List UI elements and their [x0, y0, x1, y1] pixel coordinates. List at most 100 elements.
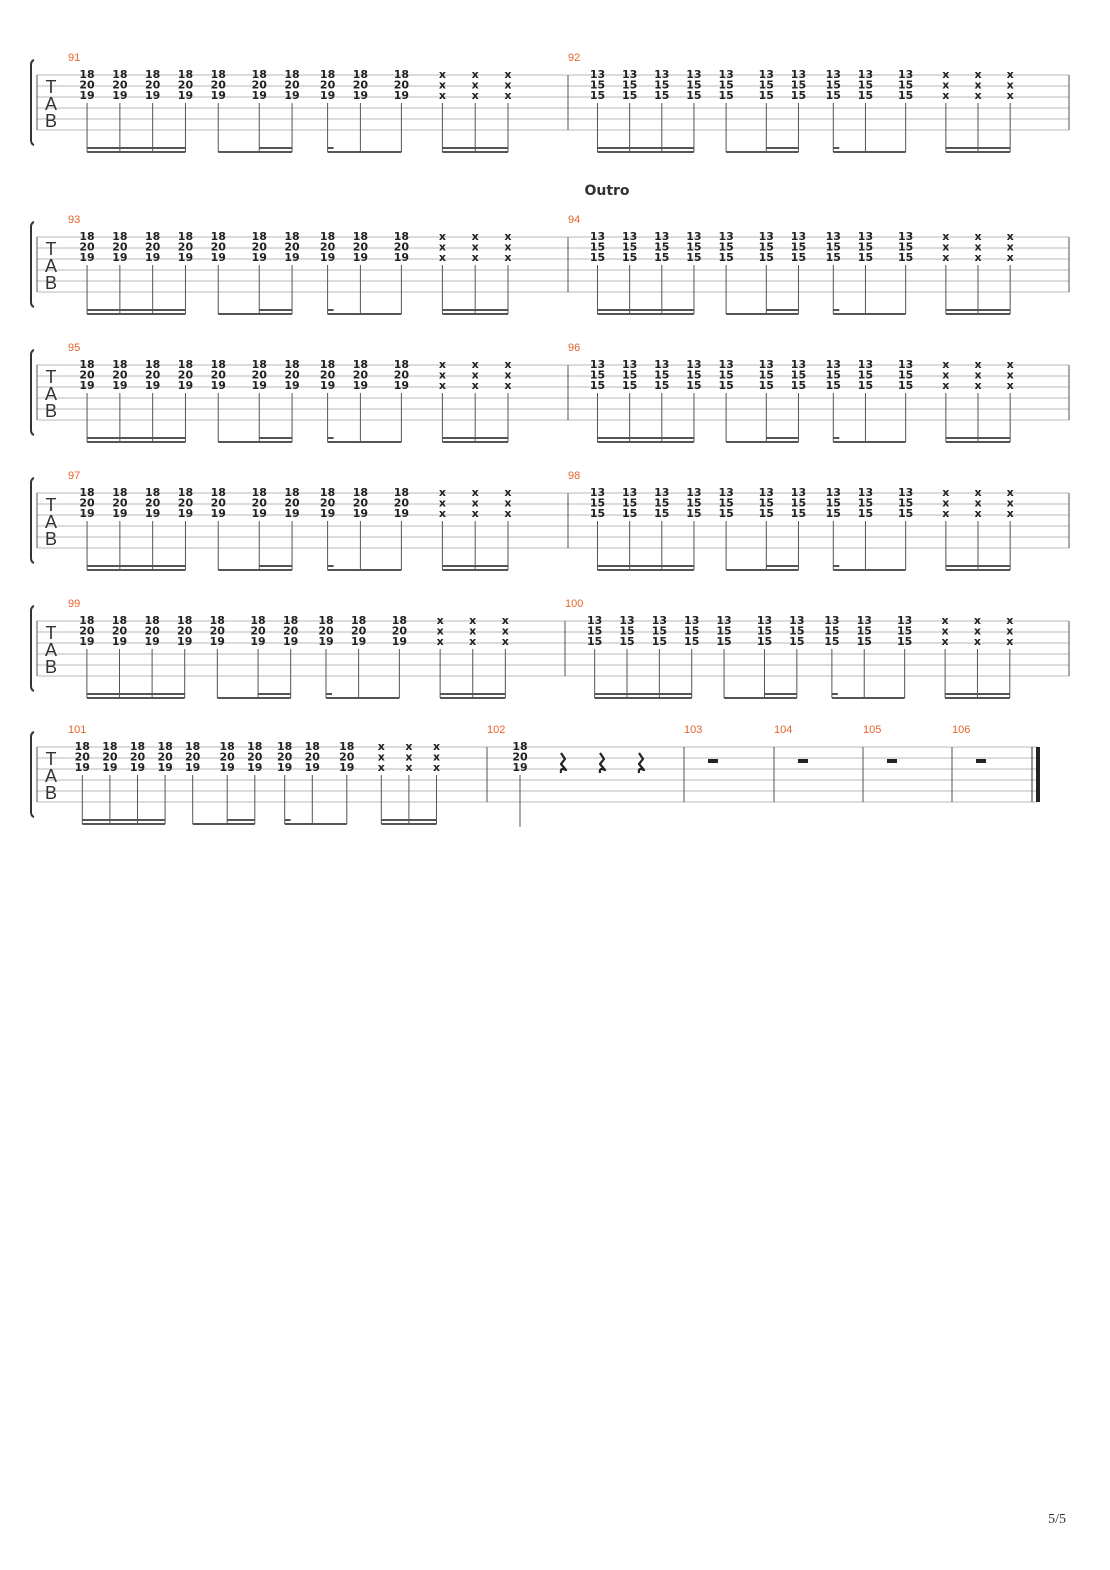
fret-number: 15 — [826, 379, 841, 392]
measure-number: 97 — [68, 470, 80, 482]
fret-number: 15 — [857, 625, 872, 638]
muted-note-x: x — [437, 635, 444, 648]
fret-number: 15 — [622, 507, 637, 520]
fret-number: 15 — [654, 89, 669, 102]
fret-number: 15 — [718, 79, 733, 92]
fret-number: 20 — [177, 625, 193, 638]
fret-number: 20 — [353, 79, 369, 92]
fret-number: 19 — [112, 251, 127, 264]
muted-note-x: x — [378, 761, 385, 774]
fret-number: 13 — [718, 358, 733, 371]
fret-number: 19 — [145, 379, 160, 392]
fret-number: 19 — [353, 379, 368, 392]
fret-number: 20 — [353, 241, 369, 254]
fret-number: 20 — [79, 369, 95, 382]
fret-number: 19 — [284, 89, 299, 102]
fret-number: 15 — [622, 497, 637, 510]
fret-number: 19 — [112, 635, 127, 648]
muted-note-x: x — [439, 358, 446, 371]
fret-number: 15 — [619, 625, 634, 638]
muted-note-x: x — [942, 379, 949, 392]
fret-number: 20 — [320, 241, 336, 254]
fret-number: 13 — [587, 614, 602, 627]
fret-number: 15 — [590, 241, 605, 254]
muted-note-x: x — [439, 379, 446, 392]
tab-clef-letter: B — [45, 273, 57, 293]
fret-number: 18 — [79, 230, 94, 243]
fret-number: 13 — [826, 230, 841, 243]
fret-number: 15 — [686, 507, 701, 520]
muted-note-x: x — [942, 497, 949, 510]
fret-number: 20 — [178, 79, 194, 92]
muted-note-x: x — [974, 486, 981, 499]
fret-number: 20 — [320, 497, 336, 510]
muted-note-x: x — [504, 251, 511, 264]
measure-number: 94 — [568, 214, 580, 226]
fret-number: 15 — [590, 251, 605, 264]
fret-number: 20 — [144, 625, 160, 638]
muted-note-x: x — [1007, 68, 1014, 81]
fret-number: 19 — [145, 507, 160, 520]
muted-note-x: x — [1007, 241, 1014, 254]
fret-number: 19 — [79, 379, 94, 392]
fret-number: 18 — [178, 358, 193, 371]
fret-number: 15 — [826, 369, 841, 382]
fret-number: 19 — [145, 89, 160, 102]
fret-number: 15 — [718, 241, 733, 254]
muted-note-x: x — [1007, 89, 1014, 102]
fret-number: 15 — [759, 369, 774, 382]
fret-number: 18 — [79, 358, 94, 371]
fret-number: 15 — [898, 497, 913, 510]
fret-number: 13 — [759, 358, 774, 371]
fret-number: 19 — [394, 251, 409, 264]
muted-note-x: x — [504, 89, 511, 102]
fret-number: 20 — [178, 369, 194, 382]
measure-number: 95 — [68, 342, 80, 354]
fret-number: 15 — [619, 635, 634, 648]
fret-number: 15 — [791, 89, 806, 102]
muted-note-x: x — [974, 230, 981, 243]
muted-note-x: x — [504, 497, 511, 510]
system-bracket — [30, 349, 35, 436]
fret-number: 13 — [789, 614, 804, 627]
muted-note-x: x — [472, 251, 479, 264]
fret-number: 20 — [157, 751, 173, 764]
fret-number: 19 — [252, 251, 267, 264]
fret-number: 18 — [211, 68, 226, 81]
fret-number: 15 — [590, 369, 605, 382]
fret-number: 20 — [318, 625, 334, 638]
muted-note-x: x — [974, 635, 981, 648]
fret-number: 15 — [791, 251, 806, 264]
fret-number: 13 — [684, 614, 699, 627]
fret-number: 15 — [824, 635, 839, 648]
fret-number: 19 — [112, 89, 127, 102]
muted-note-x: x — [439, 89, 446, 102]
muted-note-x: x — [974, 358, 981, 371]
muted-note-x: x — [504, 79, 511, 92]
fret-number: 20 — [145, 369, 161, 382]
fret-number: 19 — [392, 635, 407, 648]
fret-number: 20 — [353, 369, 369, 382]
muted-note-x: x — [942, 635, 949, 648]
muted-note-x: x — [504, 241, 511, 254]
fret-number: 15 — [897, 625, 912, 638]
fret-number: 13 — [858, 230, 873, 243]
fret-number: 19 — [220, 761, 235, 774]
fret-number: 15 — [718, 369, 733, 382]
muted-note-x: x — [1007, 251, 1014, 264]
tab-clef-letter: A — [45, 94, 57, 114]
fret-number: 19 — [252, 89, 267, 102]
fret-number: 19 — [210, 635, 225, 648]
fret-number: 13 — [898, 486, 913, 499]
fret-number: 19 — [79, 507, 94, 520]
system-bracket — [30, 221, 35, 308]
fret-number: 13 — [654, 68, 669, 81]
fret-number: 15 — [622, 241, 637, 254]
fret-number: 13 — [759, 230, 774, 243]
muted-note-x: x — [437, 614, 444, 627]
fret-number: 13 — [826, 68, 841, 81]
fret-number: 15 — [718, 379, 733, 392]
muted-note-x: x — [942, 486, 949, 499]
fret-number: 15 — [590, 89, 605, 102]
